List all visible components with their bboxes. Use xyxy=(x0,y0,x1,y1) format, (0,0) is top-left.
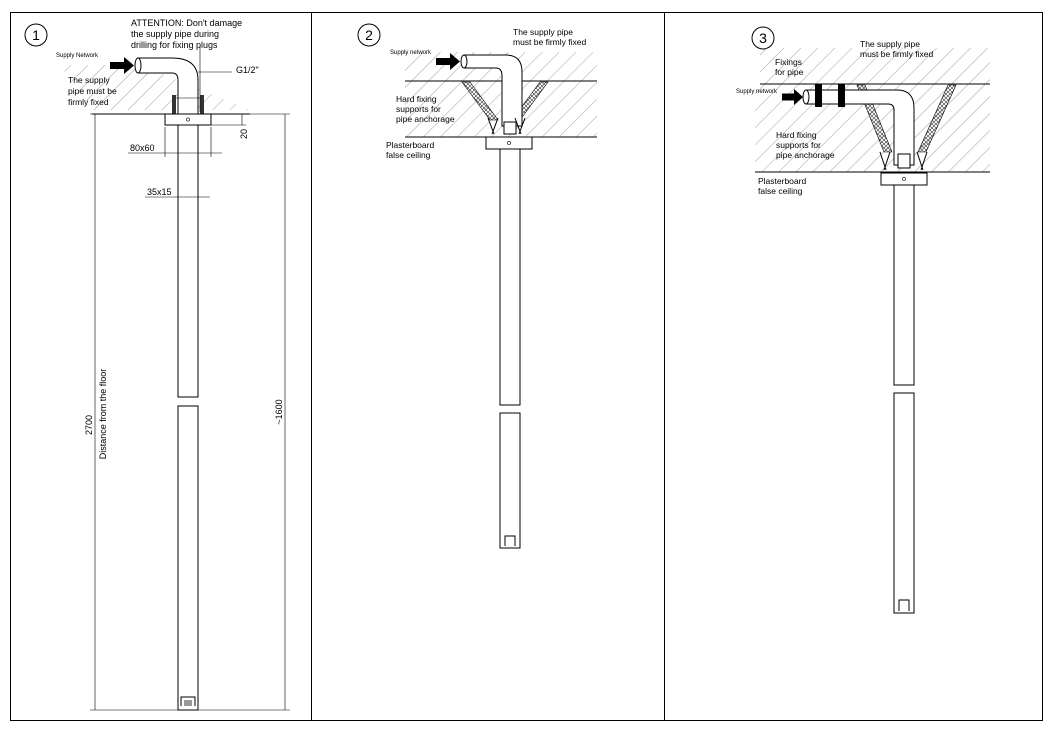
shower-head-nozzle xyxy=(184,700,192,706)
arrow-icon xyxy=(436,53,460,70)
pipe-opening xyxy=(460,54,468,69)
plate-size-label: 80x60 xyxy=(130,143,155,153)
svg-text:false ceiling: false ceiling xyxy=(758,186,803,196)
svg-text:false ceiling: false ceiling xyxy=(386,150,431,160)
pipe-fixed-note: The supply pipe must be firmly fixed xyxy=(860,39,933,59)
attention-note: ATTENTION: Don't damage the supply pipe … xyxy=(131,18,242,50)
svg-text:The supply: The supply xyxy=(68,75,110,85)
pipe-clamp xyxy=(897,153,911,169)
svg-text:Hard fixing: Hard fixing xyxy=(776,130,817,140)
shower-head xyxy=(898,599,910,611)
length-dim-label: ~1600 xyxy=(274,399,284,424)
step-number: 1 xyxy=(32,27,40,43)
offset-dim-label: 20 xyxy=(239,129,249,139)
plasterboard-note: Plasterboard false ceiling xyxy=(758,176,806,196)
svg-text:Plasterboard: Plasterboard xyxy=(758,176,806,186)
pipe-clamp xyxy=(503,121,517,135)
svg-text:pipe anchorage: pipe anchorage xyxy=(776,150,835,160)
fixing-plug xyxy=(172,95,176,114)
pipe-opening xyxy=(134,57,142,74)
svg-text:the supply pipe during: the supply pipe during xyxy=(131,29,219,39)
shower-head xyxy=(180,696,196,706)
step-number-circle xyxy=(357,23,381,47)
supply-network-label: Supply network xyxy=(736,89,778,95)
bracket-icon xyxy=(487,117,526,135)
pipe-fixed-note: The supply pipe must be firmly fixed xyxy=(68,75,117,107)
svg-text:supports for: supports for xyxy=(776,140,821,150)
distance-floor-label: Distance from the floor xyxy=(98,369,108,460)
svg-text:Hard fixing: Hard fixing xyxy=(396,94,437,104)
fixing-plug xyxy=(200,95,204,114)
arrow-icon xyxy=(782,89,803,105)
ceiling-plate xyxy=(164,113,212,126)
svg-text:The supply pipe: The supply pipe xyxy=(513,27,573,37)
hard-fixing-brace xyxy=(461,81,499,121)
svg-text:Plasterboard: Plasterboard xyxy=(386,140,434,150)
svg-text:must be firmly fixed: must be firmly fixed xyxy=(860,49,933,59)
svg-text:must be firmly fixed: must be firmly fixed xyxy=(513,37,586,47)
sheet-border xyxy=(10,12,1043,721)
shower-bar-lower xyxy=(893,392,915,614)
svg-text:pipe anchorage: pipe anchorage xyxy=(396,114,455,124)
pipe-fixing-clip xyxy=(815,84,822,107)
bar-size-label: 35x15 xyxy=(147,187,172,197)
screw-icon xyxy=(507,141,511,145)
svg-text:firmly fixed: firmly fixed xyxy=(68,97,109,107)
svg-text:The supply pipe: The supply pipe xyxy=(860,39,920,49)
shower-bar-upper xyxy=(177,124,199,398)
shower-bar-upper xyxy=(893,184,915,386)
shower-bar-upper xyxy=(499,148,521,406)
svg-text:pipe must be: pipe must be xyxy=(68,86,117,96)
svg-text:for pipe: for pipe xyxy=(775,67,804,77)
pipe-opening xyxy=(802,89,810,105)
shower-head xyxy=(504,535,516,546)
plasterboard-note: Plasterboard false ceiling xyxy=(386,140,434,160)
pipe-fixing-clip xyxy=(838,84,845,107)
fixings-note: Fixings for pipe xyxy=(775,57,804,77)
thread-label: G1/2" xyxy=(236,65,259,75)
shower-bar-lower xyxy=(499,412,521,549)
svg-text:ATTENTION: Don't damage: ATTENTION: Don't damage xyxy=(131,18,242,28)
svg-text:supports for: supports for xyxy=(396,104,441,114)
panel-2: 2 Supply network The supply pipe must be… xyxy=(357,23,597,549)
hard-fixing-note: Hard fixing supports for pipe anchorage xyxy=(776,130,835,160)
supply-network-label: Supply network xyxy=(390,50,432,56)
hard-fixing-brace xyxy=(917,84,957,153)
svg-text:drilling for fixing plugs: drilling for fixing plugs xyxy=(131,40,218,50)
step-number: 2 xyxy=(365,27,373,43)
ceiling-plate xyxy=(880,172,928,186)
hard-fixing-note: Hard fixing supports for pipe anchorage xyxy=(396,94,455,124)
pipe-fixed-note: The supply pipe must be firmly fixed xyxy=(513,27,586,47)
panel-3: 3 The supply pipe must be firmly fixed F… xyxy=(736,26,990,614)
ceiling-plate xyxy=(485,136,533,150)
step-number-circle xyxy=(24,23,48,47)
arrow-icon xyxy=(110,57,134,74)
step-number: 3 xyxy=(759,30,767,46)
supply-network-label: Supply Network xyxy=(56,53,99,59)
height-dim-label: 2700 xyxy=(84,415,94,435)
svg-text:Fixings: Fixings xyxy=(775,57,802,67)
bracket-icon xyxy=(879,151,928,171)
panel-1: 1 ATTENTION: Don't dama xyxy=(24,18,290,711)
slab-hatch xyxy=(760,48,990,84)
shower-bar-lower xyxy=(177,405,199,711)
screw-icon xyxy=(902,177,906,181)
screw-icon xyxy=(186,117,190,122)
